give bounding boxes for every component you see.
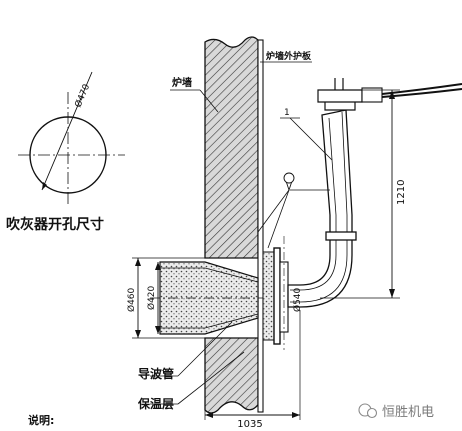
dim-height-label: 1210 — [396, 180, 407, 205]
wall-lower — [204, 337, 259, 414]
leader-lines — [150, 61, 333, 405]
datum-marker — [283, 172, 295, 184]
notes-label: 说明: — [28, 413, 54, 427]
furnace-wall — [204, 36, 264, 414]
dim-length-label: 1035 — [237, 419, 262, 430]
furnace-wall-label: 炉墙 — [172, 76, 192, 89]
dim-flange-diameter-label: Ø540 — [292, 287, 303, 312]
hole-size-caption: 吹灰器开孔尺寸 — [6, 217, 104, 233]
wave-guide-assembly — [150, 236, 300, 350]
mounting-flange — [273, 247, 281, 345]
pipe-clamp — [325, 231, 357, 241]
hole-diameter-leader — [41, 71, 93, 191]
hole-diameter-label: Ø470 — [73, 82, 93, 109]
wave-guide-inner-cone — [160, 267, 259, 329]
blower-head — [317, 78, 363, 111]
wall-guard-plate-label: 炉墙外护板 — [266, 50, 312, 62]
outer-casing-plate — [257, 39, 264, 413]
dimension-lines — [132, 89, 400, 420]
watermark-text: 恒胜机电 — [382, 405, 434, 420]
insulation-label: 保温层 — [137, 396, 174, 411]
watermark: 恒胜机电 — [358, 403, 434, 420]
blower-motor-box — [361, 87, 383, 103]
wave-guide-label: 导波管 — [138, 366, 174, 381]
pipe-inner-wall — [290, 111, 348, 303]
part-number-label: 1 — [284, 108, 290, 118]
supply-cable — [381, 83, 462, 98]
leader-arrow — [42, 182, 47, 190]
dim-inner-diameter-label: Ø420 — [146, 285, 157, 310]
dim-outer-diameter-label: Ø460 — [126, 287, 137, 312]
hole-detail: Ø470 — [18, 71, 125, 205]
soot-blower-pipe — [287, 78, 462, 308]
wall-upper — [204, 36, 259, 259]
pipe-outer-wall — [287, 109, 353, 308]
outer-insulation-block — [262, 251, 276, 341]
